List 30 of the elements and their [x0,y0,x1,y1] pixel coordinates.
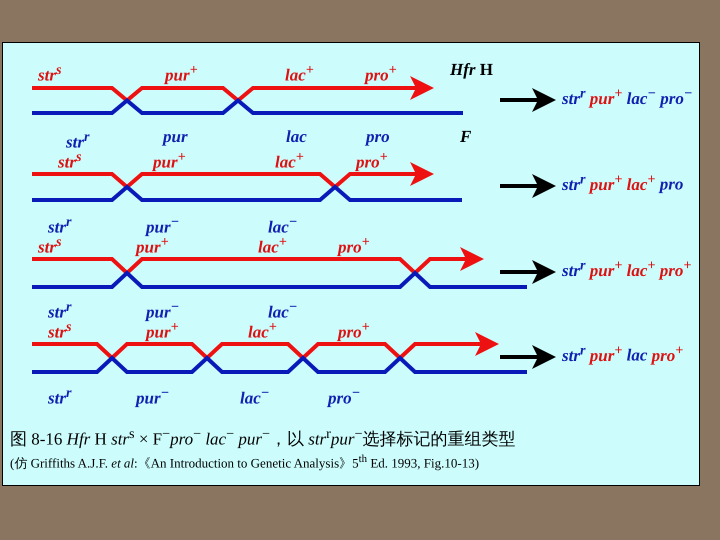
gene-label: pur$^{+}$ [153,148,186,172]
arrow [500,260,556,284]
gene-label: lac$^{−}$ [240,384,270,408]
arrow [500,88,556,112]
gene-label: pro$^{−}$ [328,384,360,408]
gene-label: pro$^{+}$ [338,318,370,342]
citation-text: (仿 Griffiths A.J.F. et al:《An Introduction to Genetic Analysis》5$^{th}$ Ed. 1993, Fig.10-13) [10,452,480,472]
gene-label: pro$^{+}$ [338,233,370,257]
gene-label: pur$^{+}$ [165,61,198,85]
gene-label: lac$^{+}$ [285,61,314,85]
strain-label: Hfr H [450,61,493,79]
gene-label: pur$^{−}$ [146,298,180,322]
gene-label: lac$^{+}$ [275,148,304,172]
figure-caption: 图 8-16 Hfr H str$^{s}$ × F$^{−}$pro$^{−}$ lac$^{−}$ pur$^{−}$，以 str$^{r}$pur$^{−}$选择标记的重组类型 [10,425,516,449]
gene-label: pro$^{+}$ [356,148,388,172]
gene-label: pur$^{−}$ [136,384,170,408]
gene-label: pro$^{+}$ [365,61,397,85]
strain-label: F [460,128,472,146]
genotype-result: str$^{r}$ pur$^{+}$ lac$^{−}$ pro$^{−}$ [552,84,692,108]
gene-label: str$^{r}$ [48,384,72,408]
gene-label: str$^{s}$ [38,61,62,85]
genotype-result: str$^{r}$ pur$^{+}$ lac$^{+}$ pro$^{+}$ [552,256,692,280]
genotype-result: str$^{r}$ pur$^{+}$ lac pro$^{+}$ [552,341,684,365]
genotype-result: str$^{r}$ pur$^{+}$ lac$^{+}$ pro [552,170,684,194]
gene-label: pro [366,128,390,146]
gene-label: pur [163,128,188,146]
gene-label: lac [286,128,307,146]
arrow [500,174,556,198]
arrow [500,345,556,369]
gene-label: pur$^{−}$ [146,213,180,237]
